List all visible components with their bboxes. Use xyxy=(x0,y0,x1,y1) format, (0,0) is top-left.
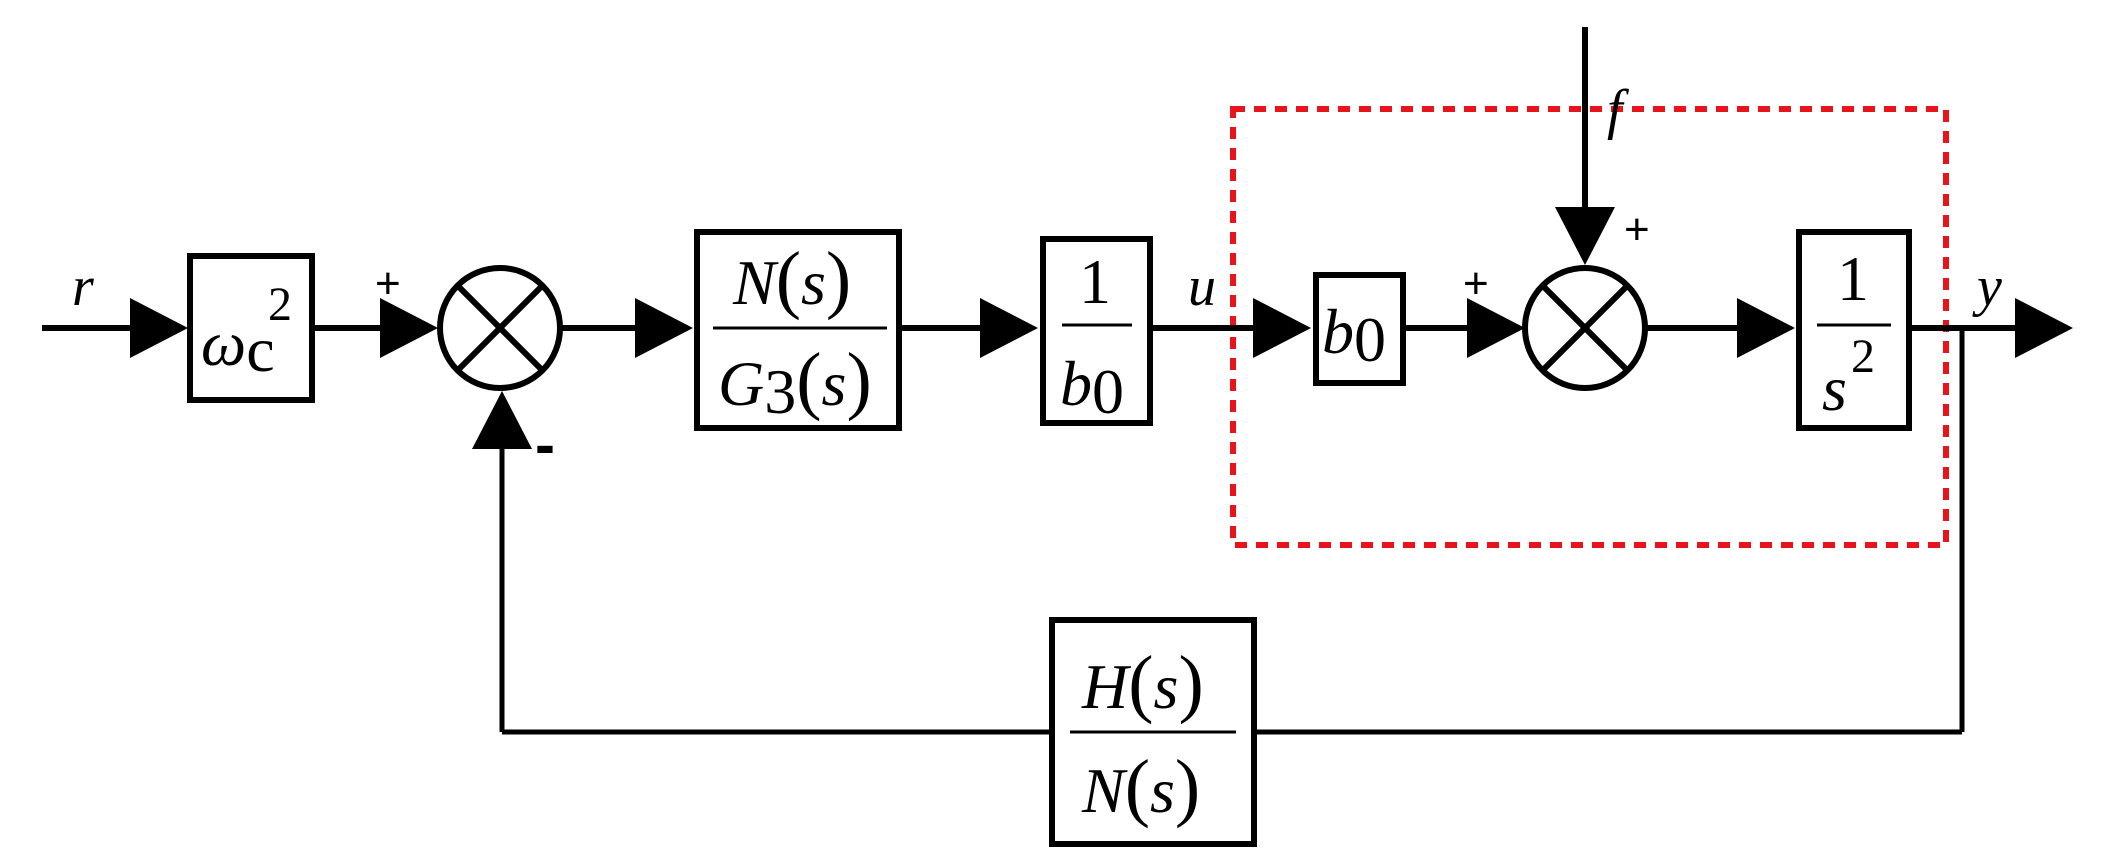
svg-text:2: 2 xyxy=(1851,330,1875,383)
signal-u-label: u xyxy=(1188,256,1216,318)
arrow-into-plant xyxy=(1737,298,1795,358)
svg-text:1: 1 xyxy=(1079,246,1111,317)
arrow-into-invb0 xyxy=(980,298,1038,358)
sum2-plus-left-sign: + xyxy=(1463,259,1489,308)
gain-block-wc2: ωc 2 xyxy=(187,253,315,403)
svg-text:G3(s): G3(s) xyxy=(718,338,872,427)
summing-junction-1 xyxy=(437,265,563,391)
feedback-block: H(s) N(s) xyxy=(1049,617,1257,847)
svg-text:s: s xyxy=(1822,353,1847,424)
b0-block: b0 xyxy=(1313,272,1406,386)
arrow-into-b0 xyxy=(1253,298,1311,358)
signal-f-label: f xyxy=(1607,79,1630,141)
signal-y-label: y xyxy=(1972,256,2002,318)
svg-text:1: 1 xyxy=(1837,243,1869,314)
svg-text:H(s): H(s) xyxy=(1081,641,1204,725)
arrow-into-controller xyxy=(635,298,693,358)
svg-text:b0: b0 xyxy=(1060,348,1124,427)
arrow-into-sum2 xyxy=(1467,298,1525,358)
arrow-into-sum1 xyxy=(380,298,438,358)
sum2-plus-top-sign: + xyxy=(1624,205,1650,254)
sum1-plus-sign: + xyxy=(375,259,401,308)
output-arrow xyxy=(2015,298,2073,358)
svg-text:N(s): N(s) xyxy=(732,237,851,321)
summing-junction-2 xyxy=(1522,265,1648,391)
arrow-into-sum1-bottom xyxy=(472,391,532,449)
svg-text:N(s): N(s) xyxy=(1081,745,1200,829)
plant-block: 1 s 2 xyxy=(1796,229,1912,431)
sum1-minus-sign: - xyxy=(535,411,555,478)
signal-r-label: r xyxy=(72,256,94,318)
svg-text:ωc: ωc xyxy=(201,308,275,385)
inverse-b0-block: 1 b0 xyxy=(1040,236,1153,427)
controller-block: N(s) G3(s) xyxy=(694,229,902,431)
svg-text:b0: b0 xyxy=(1322,296,1386,375)
disturbance-arrow xyxy=(1555,207,1615,265)
svg-text:2: 2 xyxy=(268,278,292,331)
arrow-into-gain xyxy=(130,298,188,358)
